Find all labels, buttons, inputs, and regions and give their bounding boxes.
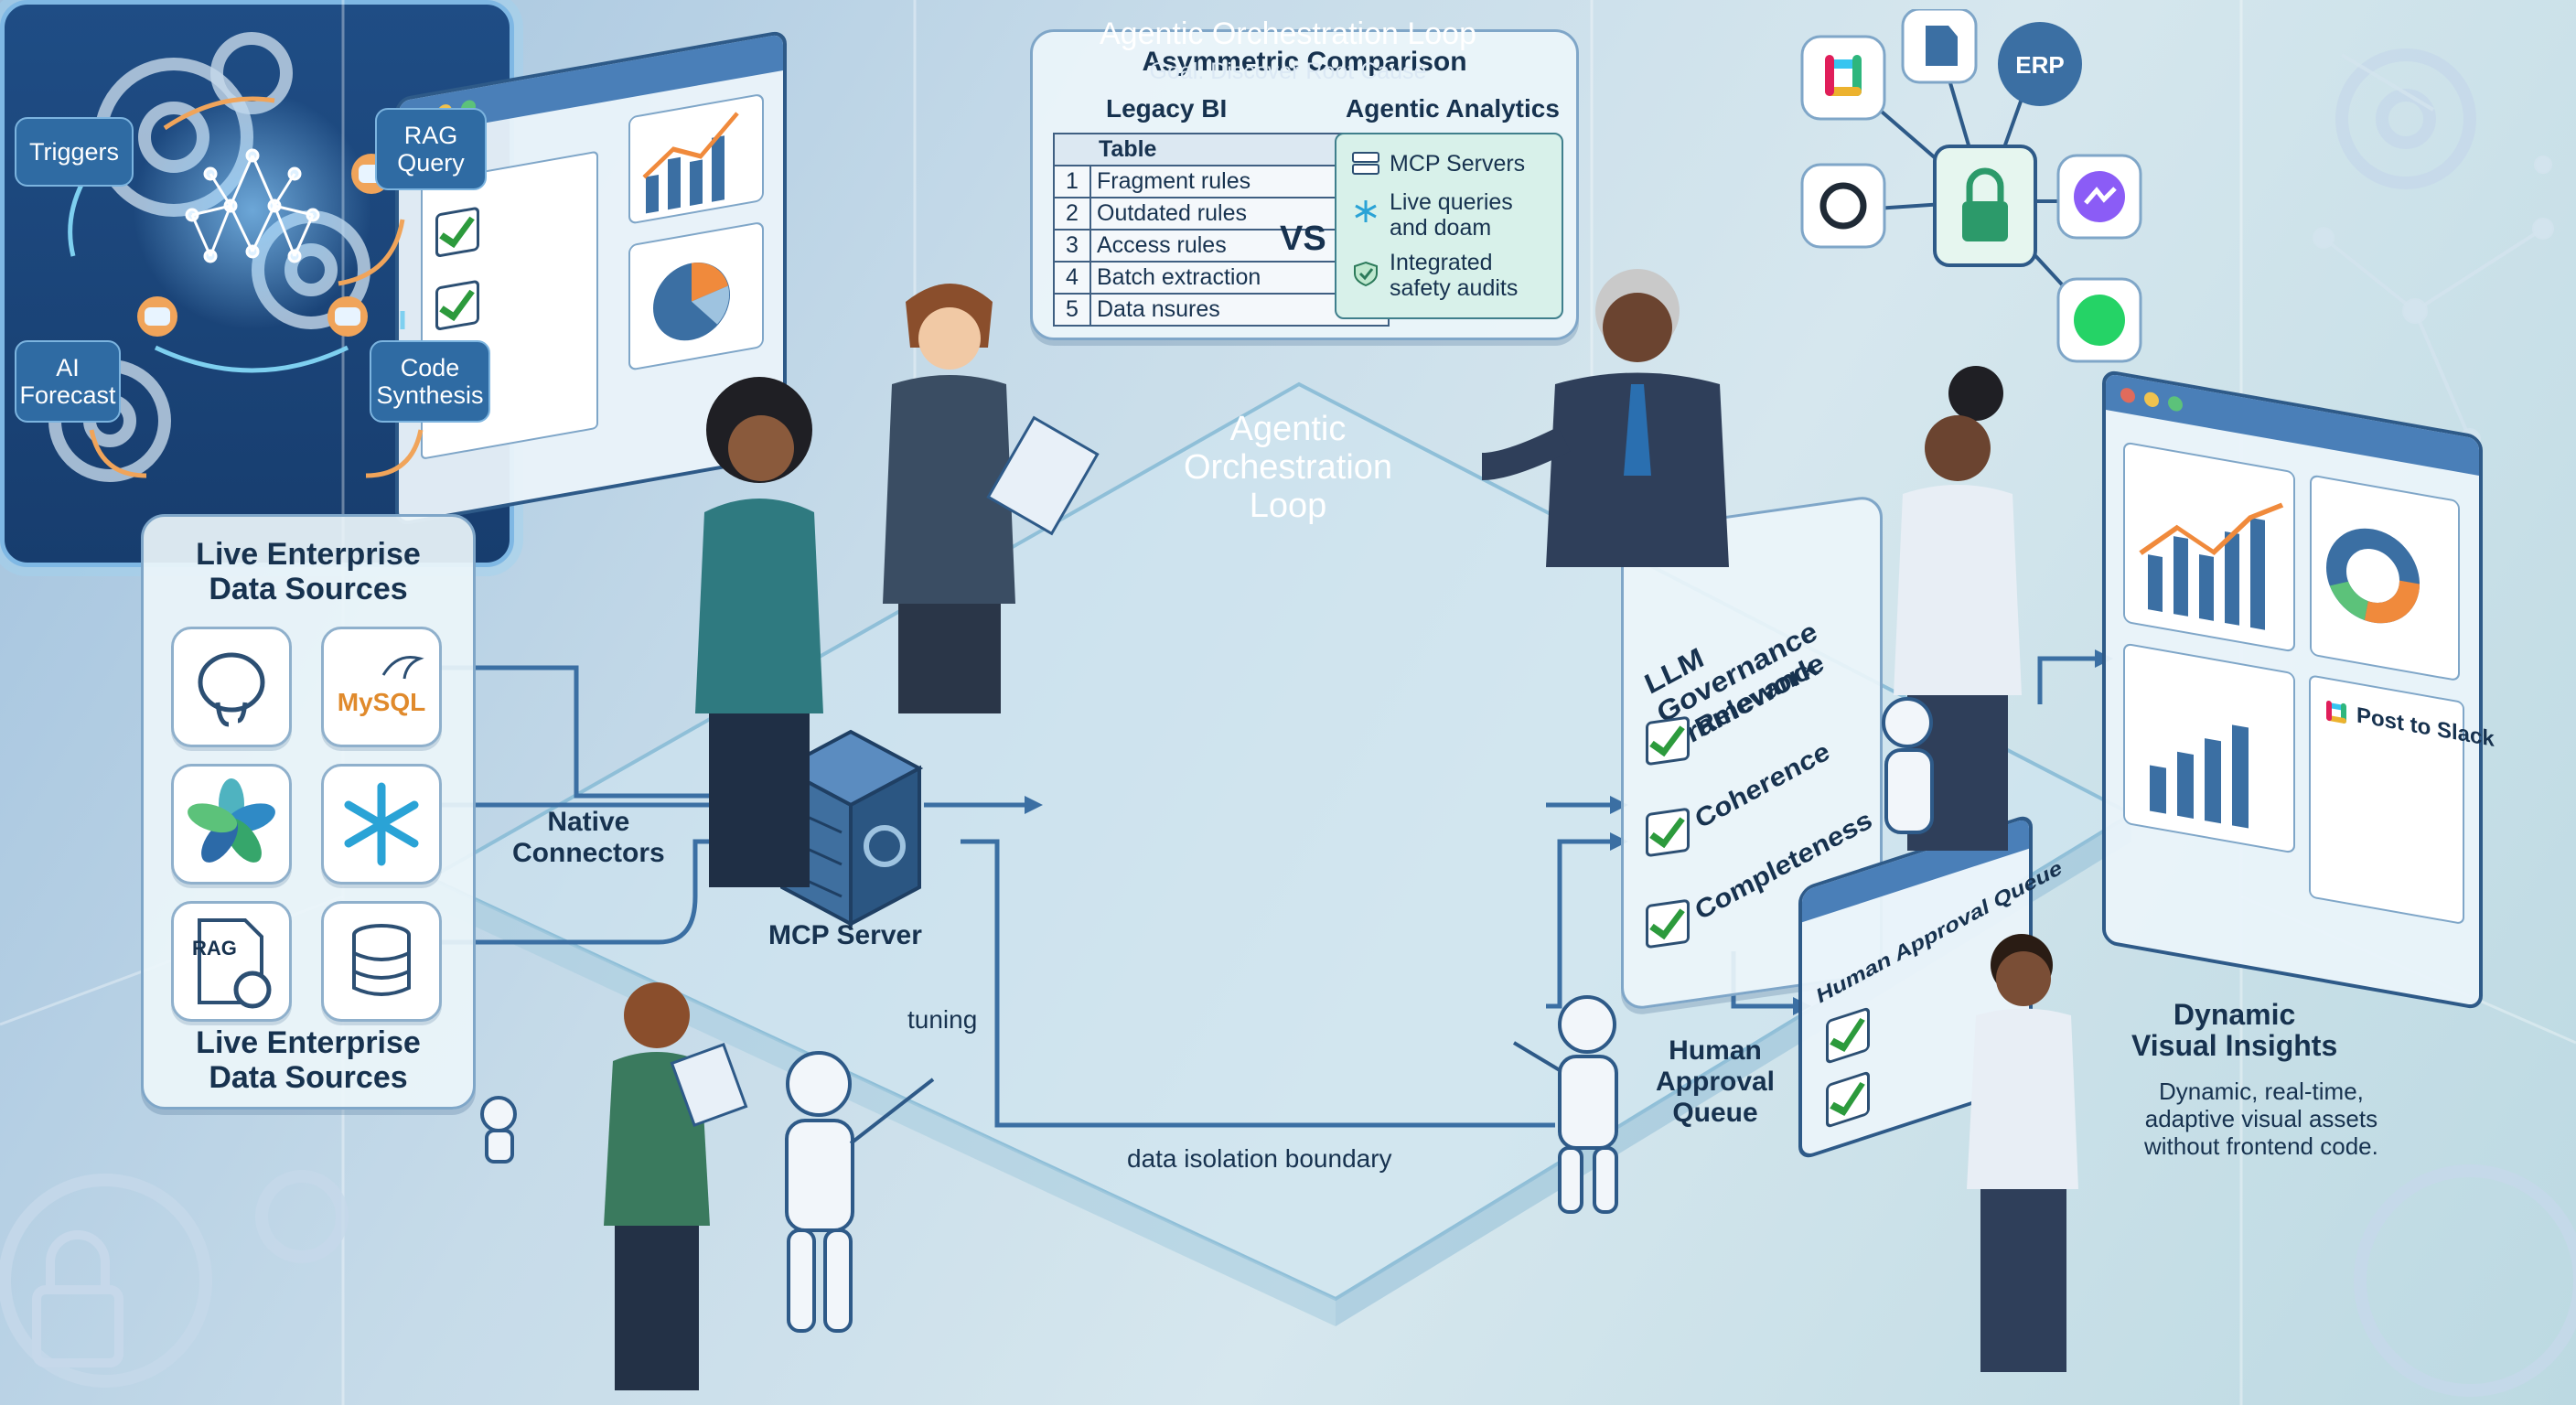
erp-icon: ERP [1998,22,2082,106]
bar-line-chart-icon [2123,442,2295,652]
data-sources-title-bottom: Live Enterprise Data Sources [196,1025,421,1095]
table-header: Table [1053,133,1390,166]
loop-arrows [68,91,424,478]
snowflake-logo-tile [321,764,442,885]
agentic-analytics-heading: Agentic Analytics [1346,94,1560,123]
agentic-orchestration-panel: Agentic Orchestration Loop Goal: Discove… [0,0,1476,567]
document-gear-icon [198,918,272,1009]
check-icon [1646,898,1690,949]
server-icon [1352,152,1379,175]
brain-network-icon [185,148,320,263]
svg-text:ERP: ERP [2015,51,2064,79]
vs-label: VS [1280,220,1326,258]
triggers-node: Triggers [15,117,134,187]
document-icon [1901,9,1978,84]
database-tile [321,901,442,1022]
slack-icon [1800,35,1886,121]
donut-chart-icon [2310,475,2460,681]
dynamic-insights-window: Post to Slack [2102,369,2495,1011]
check-icon [1646,715,1690,767]
slack-icon [2326,701,2346,724]
comparison-title: Asymmetric Comparison [1142,47,1467,77]
gear-icon [864,825,906,867]
shield-icon [1354,261,1378,286]
check-icon [1646,807,1690,858]
pinwheel-icon [188,778,275,863]
code-synthesis-node: Code Synthesis [370,340,490,423]
agentic-analytics-box: MCP Servers Live queries and doam Integr… [1335,133,1563,319]
data-isolation-boundary-label: data isolation boundary [1127,1144,1392,1173]
native-connectors-label: Native Connectors [512,807,665,868]
bar-chart-icon [2123,643,2295,853]
mcp-server-icon [778,729,924,928]
database-icon [352,924,411,996]
agentic-item: Live queries and doam [1390,189,1513,241]
integrations-hub: ERP [1800,9,2142,363]
data-sources-panel: Live Enterprise Data Sources MySQL [141,514,476,1110]
whatsapp-icon [2056,277,2142,363]
orchestration-goal: Goal: Discover Root Cause [1149,59,1427,84]
line-chart-icon [628,94,764,224]
check-icon [1826,1070,1870,1129]
postgresql-logo-tile [171,627,292,747]
post-to-slack-button[interactable]: Post to Slack [2356,702,2495,752]
tuning-label: tuning [907,1005,978,1034]
dynamic-insights-title: Dynamic Visual Insights [2131,998,2338,1062]
postgresql-icon [198,652,265,727]
agentic-item: Integrated safety audits [1390,250,1519,301]
legacy-bi-heading: Legacy BI [1106,94,1228,123]
orchestration-title: Agentic Orchestration Loop [1099,16,1477,51]
rag-query-node: RAG Query [375,108,487,190]
asymmetric-comparison-panel: Asymmetric Comparison Legacy BI Agentic … [1030,29,1579,340]
snowflake-icon [344,782,419,866]
pinwheel-logo-tile [171,764,292,885]
lock-icon [32,1230,123,1367]
openai-icon [1800,163,1886,249]
messenger-icon [2056,154,2142,240]
dolphin-icon [381,656,424,680]
snowflake-icon [1355,200,1377,222]
data-sources-title: Live Enterprise Data Sources [196,537,421,606]
human-approval-label: Human Approval Queue [1656,1035,1776,1128]
agentic-item: MCP Servers [1390,151,1526,177]
dynamic-insights-description: Dynamic, real-time, adaptive visual asse… [2144,1078,2378,1160]
checklist-dashboard-window [395,29,787,527]
slack-share-card: Post to Slack [2309,674,2495,926]
ai-forecast-node: AI Forecast [15,340,121,423]
mysql-label: MySQL [337,688,426,716]
lock-icon [1933,145,2037,267]
pie-chart-icon [628,222,764,370]
orchestration-center-label: Agentic Orchestration Loop [1183,410,1393,525]
mysql-logo-tile: MySQL [321,627,442,747]
rag-document-tile: RAG [171,901,292,1022]
check-icon [1826,1006,1870,1065]
governance-item: Coherence [1690,736,1834,835]
mcp-server-label: MCP Server [768,920,922,950]
rag-label: RAG [192,937,237,960]
